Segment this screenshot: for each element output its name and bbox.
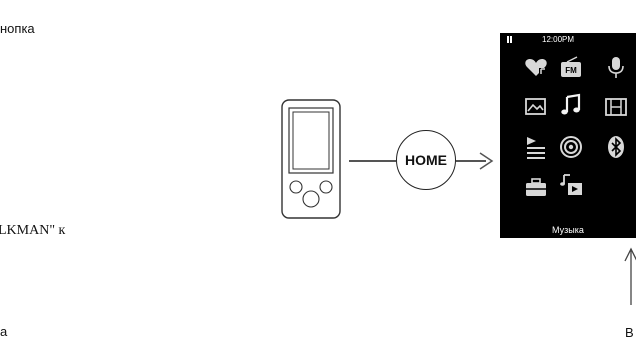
text-fragment-bottom-left: a [0,325,7,338]
music-video-icon [559,173,583,197]
playlist-icon [524,135,548,159]
photo-icon [524,95,548,119]
text-fragment-walkman: LKMAN" к [0,224,65,238]
up-arrow-pointer-icon [624,247,636,305]
home-button-illustration: HOME [396,130,456,190]
text-fragment-button: нопка [0,22,35,35]
connector-line-left [349,160,396,162]
walkman-device-illustration [281,99,341,219]
clock: 12:00PM [542,35,574,44]
home-menu-screen: 12:00PM FM Музыка [500,33,636,238]
music-note-icon [559,93,583,117]
status-bar: 12:00PM [500,33,636,47]
favorites-heart-icon [524,55,548,79]
text-fragment-bottom-right: B [625,326,634,339]
svg-text:FM: FM [565,66,577,75]
settings-toolbox-icon [524,175,548,199]
podcast-icon [559,135,583,159]
microphone-icon [604,55,628,79]
pause-icon [507,36,512,43]
selected-item-label: Музыка [552,225,584,235]
bluetooth-icon [604,135,628,159]
arrowhead-right-icon [478,151,494,171]
fm-radio-icon: FM [559,55,583,79]
video-film-icon [604,95,628,119]
